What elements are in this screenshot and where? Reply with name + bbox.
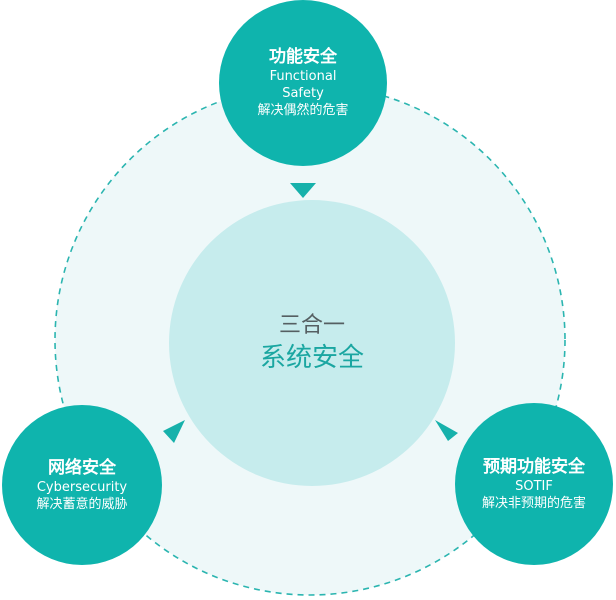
node-sotif: 预期功能安全 SOTIF 解决非预期的危害 [455, 403, 613, 565]
cybersecurity-en: Cybersecurity [36, 479, 128, 495]
sotif-en: SOTIF [515, 478, 553, 494]
arrow-top [290, 183, 316, 198]
cybersecurity-desc: 解决蓄意的威胁 [36, 496, 128, 512]
arrow-left [163, 420, 185, 443]
center-line-1: 三合一 [278, 313, 345, 338]
center-circle: 三合一 系统安全 [169, 200, 455, 486]
functional-safety-en-1: Functional [269, 69, 337, 84]
arrow-right [435, 420, 458, 441]
node-cybersecurity: 网络安全 Cybersecurity 解决蓄意的威胁 [2, 405, 162, 565]
node-functional-safety: 功能安全 Functional Safety 解决偶然的危害 [219, 0, 387, 166]
functional-safety-title: 功能安全 [269, 47, 337, 67]
sotif-desc: 解决非预期的危害 [481, 495, 586, 511]
cybersecurity-title: 网络安全 [48, 457, 116, 478]
sotif-title: 预期功能安全 [483, 456, 585, 477]
center-line-2: 系统安全 [259, 343, 364, 373]
functional-safety-en-2: Safety [282, 86, 324, 101]
functional-safety-desc: 解决偶然的危害 [257, 103, 349, 118]
